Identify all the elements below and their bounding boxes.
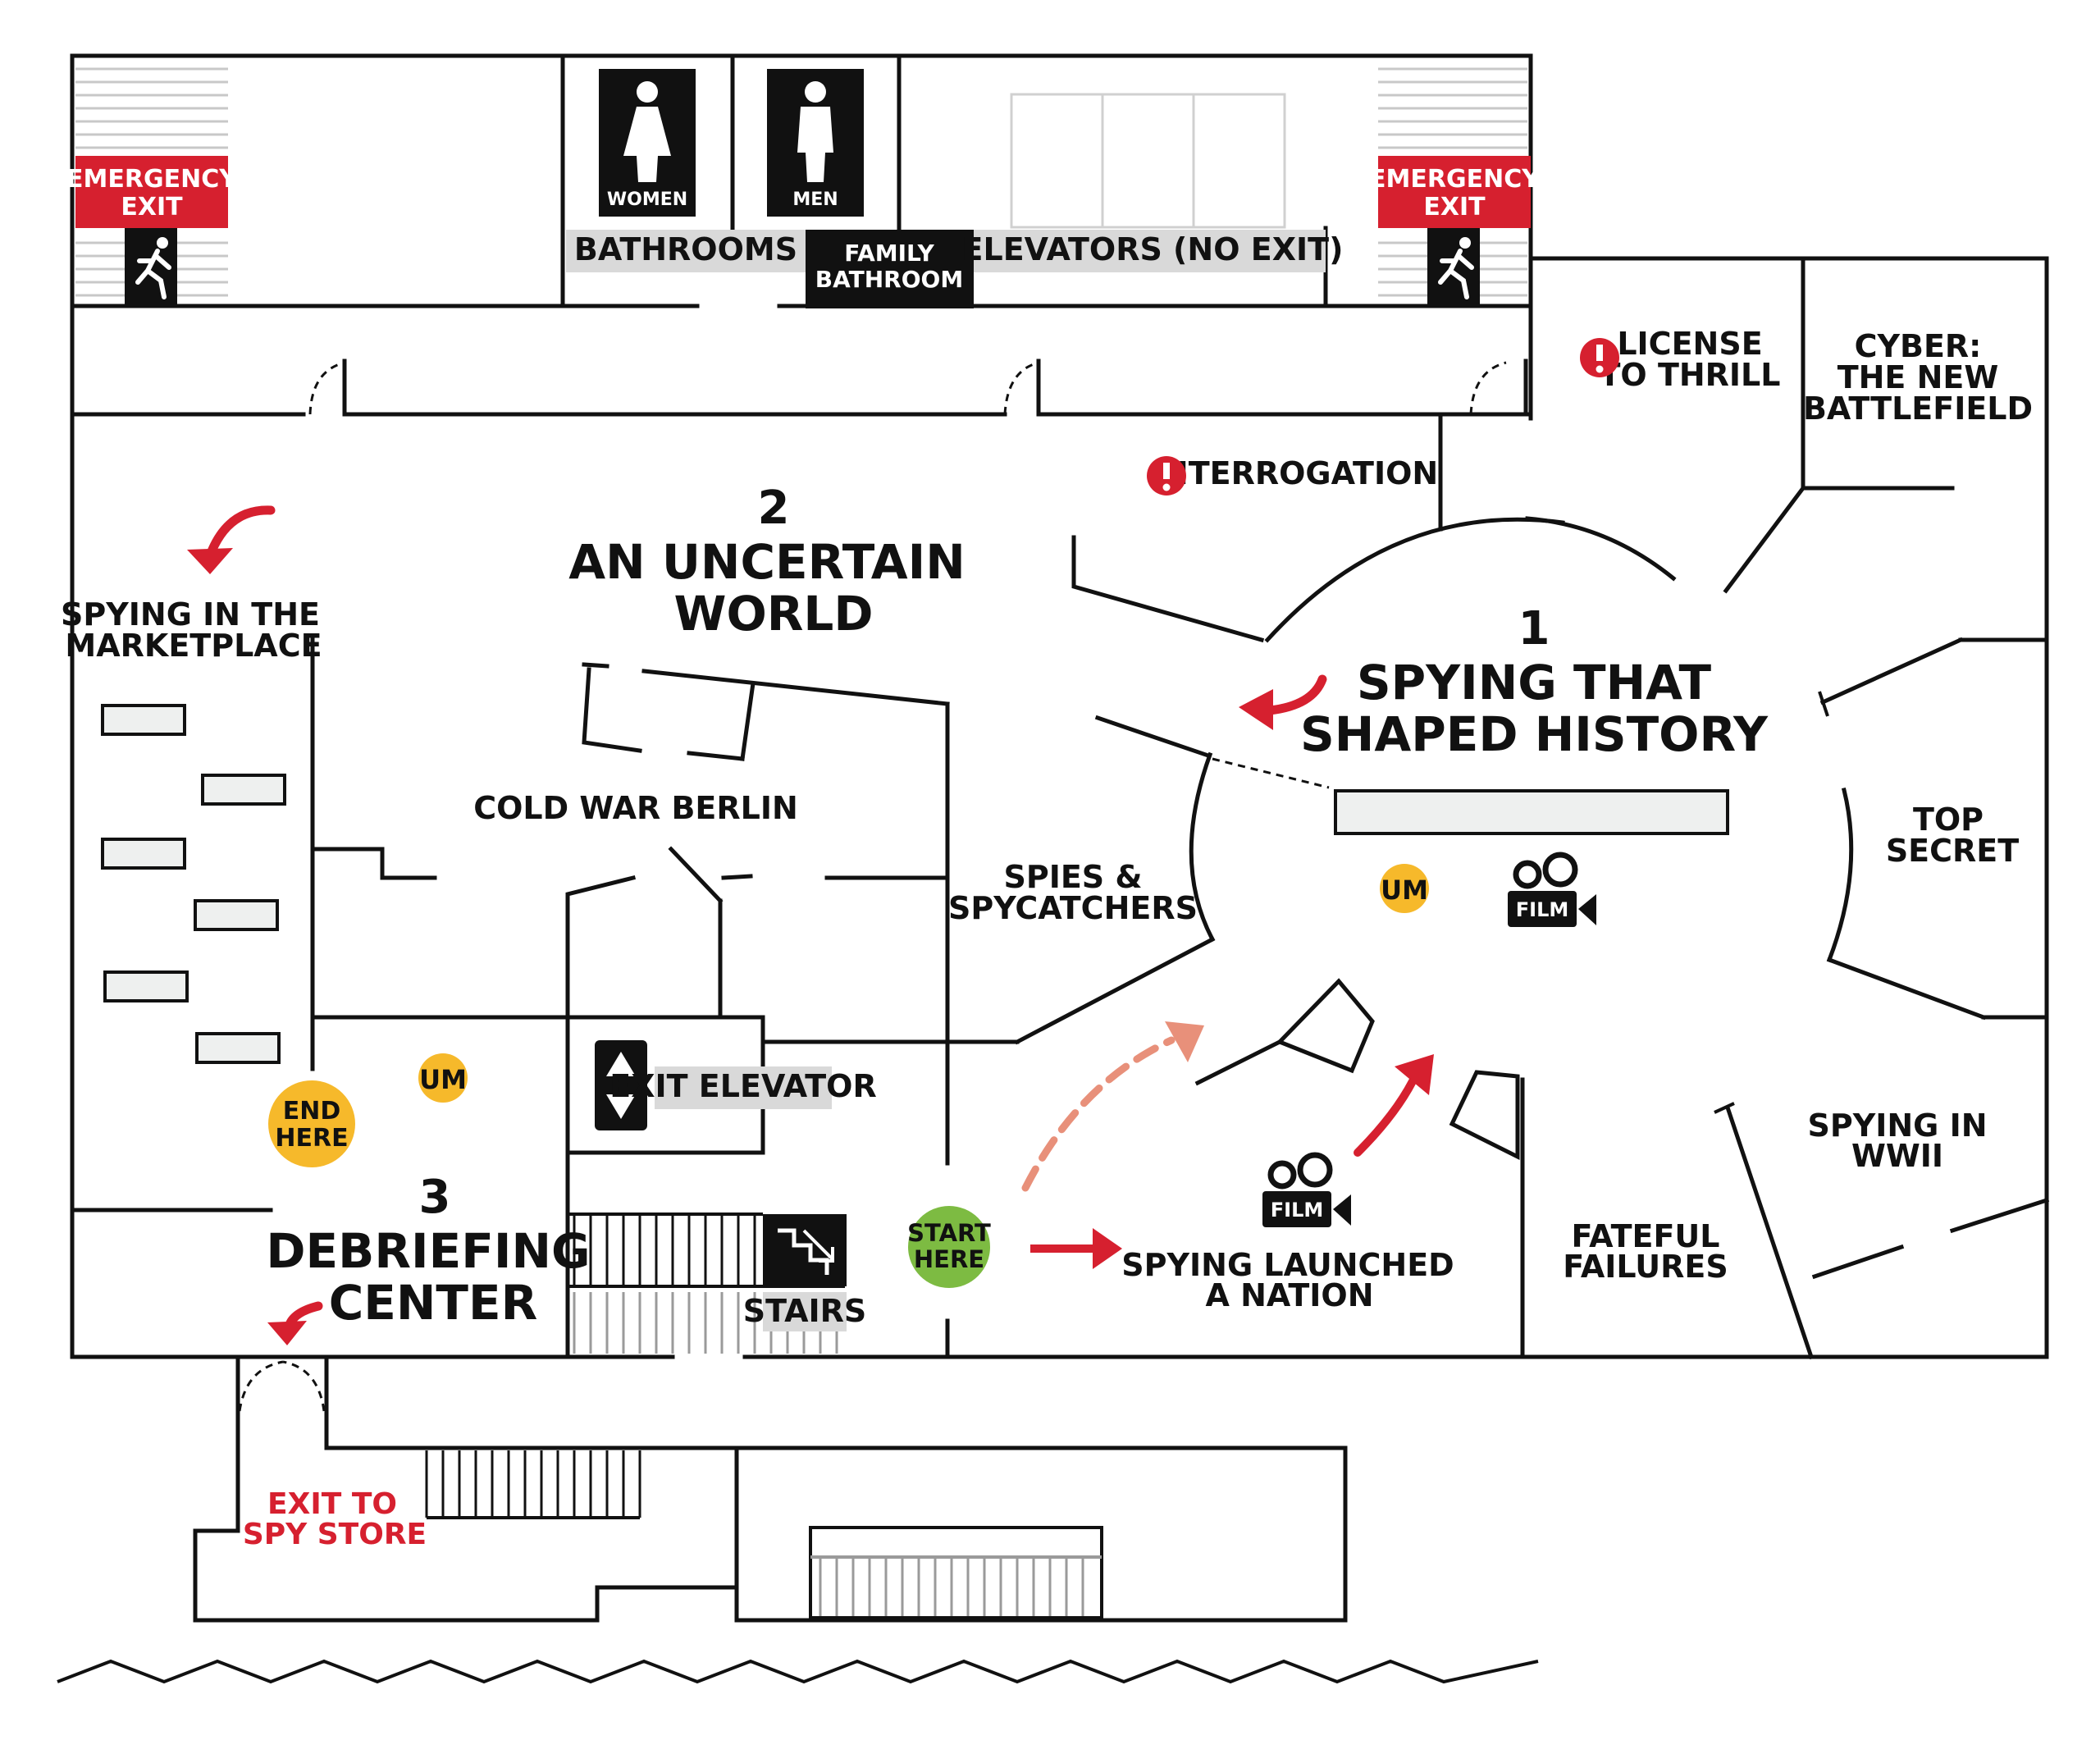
women-label: WOMEN <box>607 190 687 210</box>
gallery-1-title: SHAPED HISTORY <box>1300 706 1769 762</box>
emergency-exit-label: EMERGENCY <box>1369 165 1541 194</box>
license-to-thrill-label: TO THRILL <box>1599 357 1780 393</box>
wwii-label: SPYING IN <box>1807 1107 1987 1144</box>
cyber-label: CYBER: <box>1855 328 1982 364</box>
gallery-1-walls <box>1014 535 1729 1161</box>
gallery-2-title: AN UNCERTAIN <box>568 534 966 590</box>
exit-elevator-label: EXIT ELEVATOR <box>609 1068 876 1104</box>
emergency-exit-right[interactable]: EMERGENCY EXIT <box>1369 67 1541 306</box>
spy-store-label: EXIT TO <box>267 1487 397 1521</box>
elevator-shafts <box>1010 93 1286 229</box>
cold-war-berlin-label: COLD WAR BERLIN <box>473 790 798 826</box>
bathrooms-label: BATHROOMS <box>574 231 797 267</box>
elevator-arrows-icon <box>606 1052 636 1119</box>
emergency-exit-label: EXIT <box>121 193 183 221</box>
film-camera-icon[interactable]: FILM <box>1508 852 1596 927</box>
curved-arrow-icon <box>187 505 276 574</box>
gallery-3-number: 3 <box>419 1171 451 1224</box>
direction-arrows <box>187 505 1434 1345</box>
exit-to-spy-store[interactable]: EXIT TO SPY STORE <box>243 1487 427 1551</box>
family-bathroom-label: FAMILY <box>844 240 934 267</box>
area-labels: LICENSE TO THRILL CYBER: THE NEW BATTLEF… <box>61 326 2033 1313</box>
gallery-labels: 1 SPYING THAT SHAPED HISTORY 2 AN UNCERT… <box>266 482 1769 1331</box>
fateful-failures-label: FATEFUL <box>1572 1218 1720 1254</box>
street-line <box>57 1659 1539 1684</box>
men-label: MEN <box>792 190 838 210</box>
family-bathroom-label: BATHROOM <box>815 266 963 293</box>
straight-arrow-icon <box>1030 1228 1122 1269</box>
gallery-2-title: WORLD <box>673 586 873 642</box>
start-label: START <box>907 1219 991 1247</box>
woman-icon <box>623 81 671 182</box>
spy-store-label: SPY STORE <box>243 1518 427 1551</box>
alert-icon <box>1580 338 1619 377</box>
spy-store-area <box>57 1354 1539 1684</box>
running-exit-icon <box>1438 237 1474 299</box>
gallery-1-title: SPYING THAT <box>1357 655 1712 710</box>
um-label: UM <box>419 1064 467 1095</box>
um-label: UM <box>1381 875 1428 906</box>
top-secret-label: SECRET <box>1886 833 2019 869</box>
man-icon <box>797 81 833 182</box>
gallery-2-walls <box>70 636 1020 1359</box>
gallery-3-title: CENTER <box>329 1275 538 1331</box>
marketplace-label: SPYING IN THE <box>61 596 320 633</box>
running-exit-icon <box>135 237 171 299</box>
spying-launched-label: SPYING LAUNCHED <box>1121 1247 1454 1283</box>
gallery-2-number: 2 <box>758 482 790 535</box>
start-here-marker[interactable]: START HERE <box>907 1206 991 1288</box>
spies-spycatchers-label: SPIES & <box>1003 859 1142 895</box>
start-label: HERE <box>914 1245 984 1273</box>
dashed-arrow-icon <box>1021 1021 1204 1192</box>
curved-arrow-icon <box>1239 674 1327 730</box>
family-bathroom-sign[interactable] <box>806 230 974 308</box>
restrooms: WOMEN MEN BATHROOMS FAMILY BATHROOM ELEV… <box>566 69 1343 308</box>
top-secret-label: TOP <box>1913 801 1984 838</box>
um-badge[interactable]: UM <box>418 1053 468 1103</box>
wwii-label: WWII <box>1851 1138 1943 1174</box>
emergency-exit-label: EXIT <box>1423 193 1486 221</box>
gallery-1-number: 1 <box>1518 602 1550 655</box>
film-camera-icon[interactable]: FILM <box>1262 1152 1351 1227</box>
end-here-marker[interactable]: END HERE <box>268 1080 355 1167</box>
film-label: FILM <box>1271 1199 1324 1222</box>
interrogation-label: INTERROGATION <box>1151 455 1438 491</box>
curved-arrow-icon <box>1354 1054 1434 1157</box>
fateful-failures-label: FAILURES <box>1563 1249 1728 1285</box>
spying-launched-label: A NATION <box>1205 1277 1373 1313</box>
end-label: END <box>283 1097 341 1126</box>
curved-arrow-icon <box>267 1301 323 1345</box>
right-gallery-walls <box>1264 256 2050 1360</box>
um-badge[interactable]: UM <box>1380 864 1429 913</box>
license-to-thrill-label: LICENSE <box>1617 326 1762 362</box>
elevators-label: ELEVATORS (NO EXIT) <box>962 231 1344 267</box>
end-label: HERE <box>275 1124 348 1153</box>
film-label: FILM <box>1516 898 1569 921</box>
stairs[interactable]: STAIRS <box>568 1213 867 1354</box>
exit-elevator[interactable]: EXIT ELEVATOR <box>595 1040 877 1130</box>
emergency-exit-left[interactable]: EMERGENCY EXIT <box>66 67 238 306</box>
stairs-label: STAIRS <box>743 1293 867 1329</box>
emergency-exit-label: EMERGENCY <box>66 165 238 194</box>
gallery-3-title: DEBRIEFING <box>266 1223 590 1279</box>
marketplace-label: MARKETPLACE <box>65 628 322 664</box>
cyber-label: BATTLEFIELD <box>1803 390 2033 427</box>
alert-icon <box>1147 456 1186 496</box>
display-cases <box>101 704 286 1064</box>
spies-spycatchers-label: SPYCATCHERS <box>948 890 1198 926</box>
cyber-label: THE NEW <box>1838 359 1999 395</box>
